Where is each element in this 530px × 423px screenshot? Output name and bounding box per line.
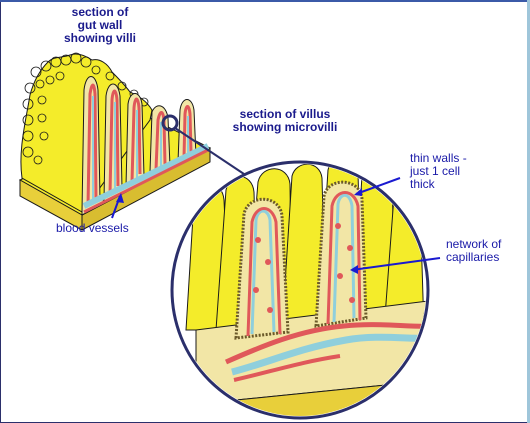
- villus-title: section of villus showing microvilli: [220, 108, 350, 134]
- blood-vessels-label: blood vessels: [56, 222, 166, 235]
- villus-zoom: [172, 157, 440, 423]
- gut-wall-title: section of gut wall showing villi: [50, 6, 150, 45]
- villus-left-cut: [236, 199, 288, 338]
- network-label: network of capillaries: [446, 238, 526, 264]
- thin-walls-label: thin walls - just 1 cell thick: [410, 152, 520, 191]
- gut-wall-section: [20, 53, 210, 230]
